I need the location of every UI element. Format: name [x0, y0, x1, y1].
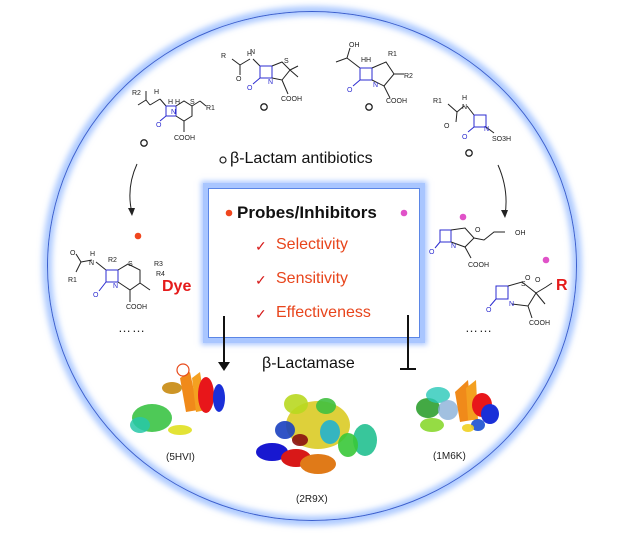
left-curved-arrow [128, 163, 138, 216]
svg-text:O: O [475, 227, 481, 234]
probe-bullet-dot [225, 209, 233, 217]
svg-text:OH: OH [515, 230, 526, 237]
svg-text:O: O [347, 87, 353, 94]
antibiotic-marker [260, 103, 268, 111]
dye-probe-structure: O R1 H N R2 S R3 R4 N O COOH [68, 250, 165, 311]
svg-text:H: H [154, 89, 159, 96]
svg-text:N: N [268, 79, 273, 86]
probe-dot [134, 232, 142, 240]
svg-text:N: N [113, 283, 118, 290]
penicillin-structure: R H N O S N O COOH [221, 49, 302, 103]
antibiotic-marker [465, 149, 473, 157]
protein-1m6k [416, 380, 499, 432]
svg-text:HH: HH [361, 57, 371, 64]
svg-text:O: O [535, 277, 541, 284]
svg-text:N: N [451, 243, 456, 250]
svg-text:N: N [250, 49, 255, 56]
svg-text:O: O [156, 122, 162, 129]
svg-text:S: S [284, 58, 289, 65]
svg-text:COOH: COOH [174, 135, 195, 142]
pdb-label-5hvi: (5HVI) [166, 452, 195, 463]
criterion-sensitivity: Sensitivity [276, 270, 349, 287]
svg-text:O: O [486, 307, 492, 314]
antibiotics-title: β-Lactam antibiotics [230, 150, 373, 167]
r-tag: R [556, 277, 568, 294]
svg-text:O: O [247, 85, 253, 92]
inhibitor-dot [459, 213, 467, 221]
sulfone-inhibitor-structure: O S O N O COOH [486, 275, 553, 327]
svg-text:O: O [70, 250, 76, 257]
svg-text:R1: R1 [206, 105, 215, 112]
svg-text:H H: H H [168, 99, 180, 106]
cephalosporin-structure: R2 H H H S N O R1 COOH [132, 89, 215, 142]
criterion-effectiveness: Effectiveness [276, 304, 371, 321]
svg-text:O: O [462, 134, 468, 141]
svg-text:O: O [93, 292, 99, 299]
check-icon: ✓ [255, 238, 267, 254]
svg-text:S: S [190, 99, 195, 106]
svg-text:COOH: COOH [529, 320, 550, 327]
inhibitor-dot [542, 256, 550, 264]
svg-text:COOH: COOH [126, 304, 147, 311]
protein-2r9x [256, 394, 377, 474]
antibiotic-marker [365, 103, 373, 111]
svg-text:R4: R4 [156, 271, 165, 278]
svg-text:H: H [247, 51, 252, 58]
svg-text:N: N [373, 82, 378, 89]
probes-inhibitors-box [203, 183, 425, 343]
svg-text:O: O [429, 249, 435, 256]
svg-text:N: N [462, 104, 467, 111]
svg-text:N: N [171, 109, 176, 116]
ellipsis-right: …… [465, 320, 493, 335]
svg-text:N: N [89, 260, 94, 267]
pdb-label-2r9x: (2R9X) [296, 494, 328, 505]
antibiotic-marker [140, 139, 148, 147]
right-curved-arrow [497, 164, 508, 218]
svg-text:R1: R1 [388, 51, 397, 58]
dye-tag: Dye [162, 278, 191, 295]
criterion-selectivity: Selectivity [276, 236, 349, 253]
pdb-label-1m6k: (1M6K) [433, 451, 466, 462]
ellipsis-left: …… [118, 320, 146, 335]
svg-text:R1: R1 [68, 277, 77, 284]
monobactam-structure: R1 H N O N O SO3H [433, 95, 511, 143]
svg-text:O: O [525, 275, 531, 282]
probes-heading: Probes/Inhibitors [237, 203, 377, 222]
svg-text:H: H [462, 95, 467, 102]
outer-ring [47, 11, 577, 521]
svg-text:S: S [521, 281, 526, 288]
inhibition-arrow [400, 315, 416, 370]
svg-text:O: O [236, 76, 242, 83]
svg-text:R: R [221, 53, 226, 60]
svg-text:COOH: COOH [386, 98, 407, 105]
inhibitor-bullet-dot [400, 209, 408, 217]
svg-text:R3: R3 [154, 261, 163, 268]
svg-text:SO3H: SO3H [492, 136, 511, 143]
svg-text:N: N [509, 301, 514, 308]
enzyme-label: β-Lactamase [262, 355, 355, 372]
svg-text:S: S [128, 261, 133, 268]
svg-text:R2: R2 [132, 90, 141, 97]
activation-arrow [218, 316, 230, 371]
svg-text:COOH: COOH [281, 96, 302, 103]
check-icon: ✓ [255, 306, 267, 322]
check-icon: ✓ [255, 272, 267, 288]
title-marker [219, 156, 227, 164]
svg-text:O: O [444, 123, 450, 130]
svg-text:H: H [90, 251, 95, 258]
svg-text:R2: R2 [404, 73, 413, 80]
svg-text:R2: R2 [108, 257, 117, 264]
svg-text:COOH: COOH [468, 262, 489, 269]
svg-text:R1: R1 [433, 98, 442, 105]
protein-5hvi [130, 363, 225, 435]
svg-text:N: N [484, 126, 489, 133]
clavulanate-structure: O OH N O COOH [429, 227, 526, 269]
svg-text:OH: OH [349, 42, 360, 49]
carbapenem-structure: OH HH R1 R2 N O COOH [335, 42, 413, 105]
